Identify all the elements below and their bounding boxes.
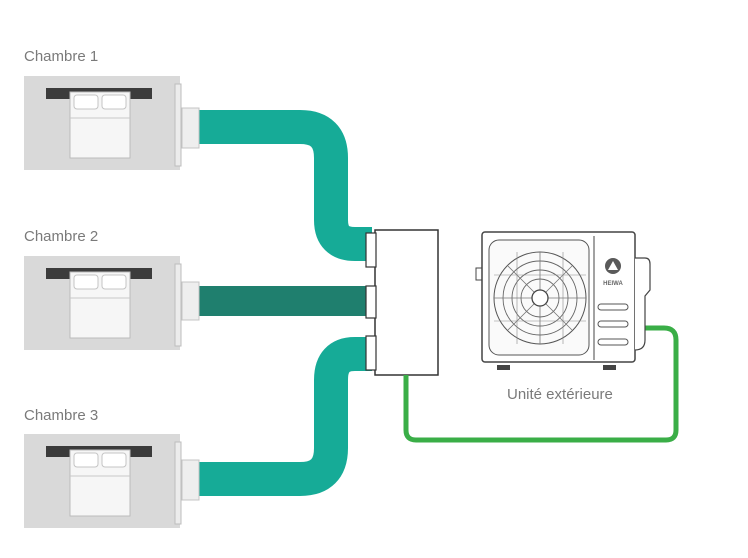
room-1-label: Chambre 1 (24, 48, 99, 65)
room-3-label: Chambre 3 (24, 407, 99, 424)
duct-room-1 (186, 110, 372, 261)
outdoor-unit-label: Unité extérieure (507, 386, 613, 403)
duct-room-2 (186, 286, 372, 316)
heiwa-logo: HEIWA (603, 258, 623, 287)
room-2-label: Chambre 2 (24, 228, 99, 245)
bed-icon (46, 268, 152, 339)
bed-icon (46, 446, 152, 517)
outdoor-unit: HEIWA (475, 231, 651, 370)
refrigerant-pipe (403, 325, 679, 443)
room-1 (24, 76, 182, 170)
grille-slot (597, 303, 629, 311)
fan-grille-icon (488, 239, 590, 356)
room-3 (24, 434, 182, 528)
brand-text: HEIWA (603, 281, 623, 287)
duct-room-3 (186, 337, 372, 496)
bed-icon (46, 88, 152, 159)
distribution-box (365, 229, 439, 376)
room-2 (24, 256, 182, 350)
grille-slot (597, 320, 629, 328)
grille-slot (597, 338, 629, 346)
